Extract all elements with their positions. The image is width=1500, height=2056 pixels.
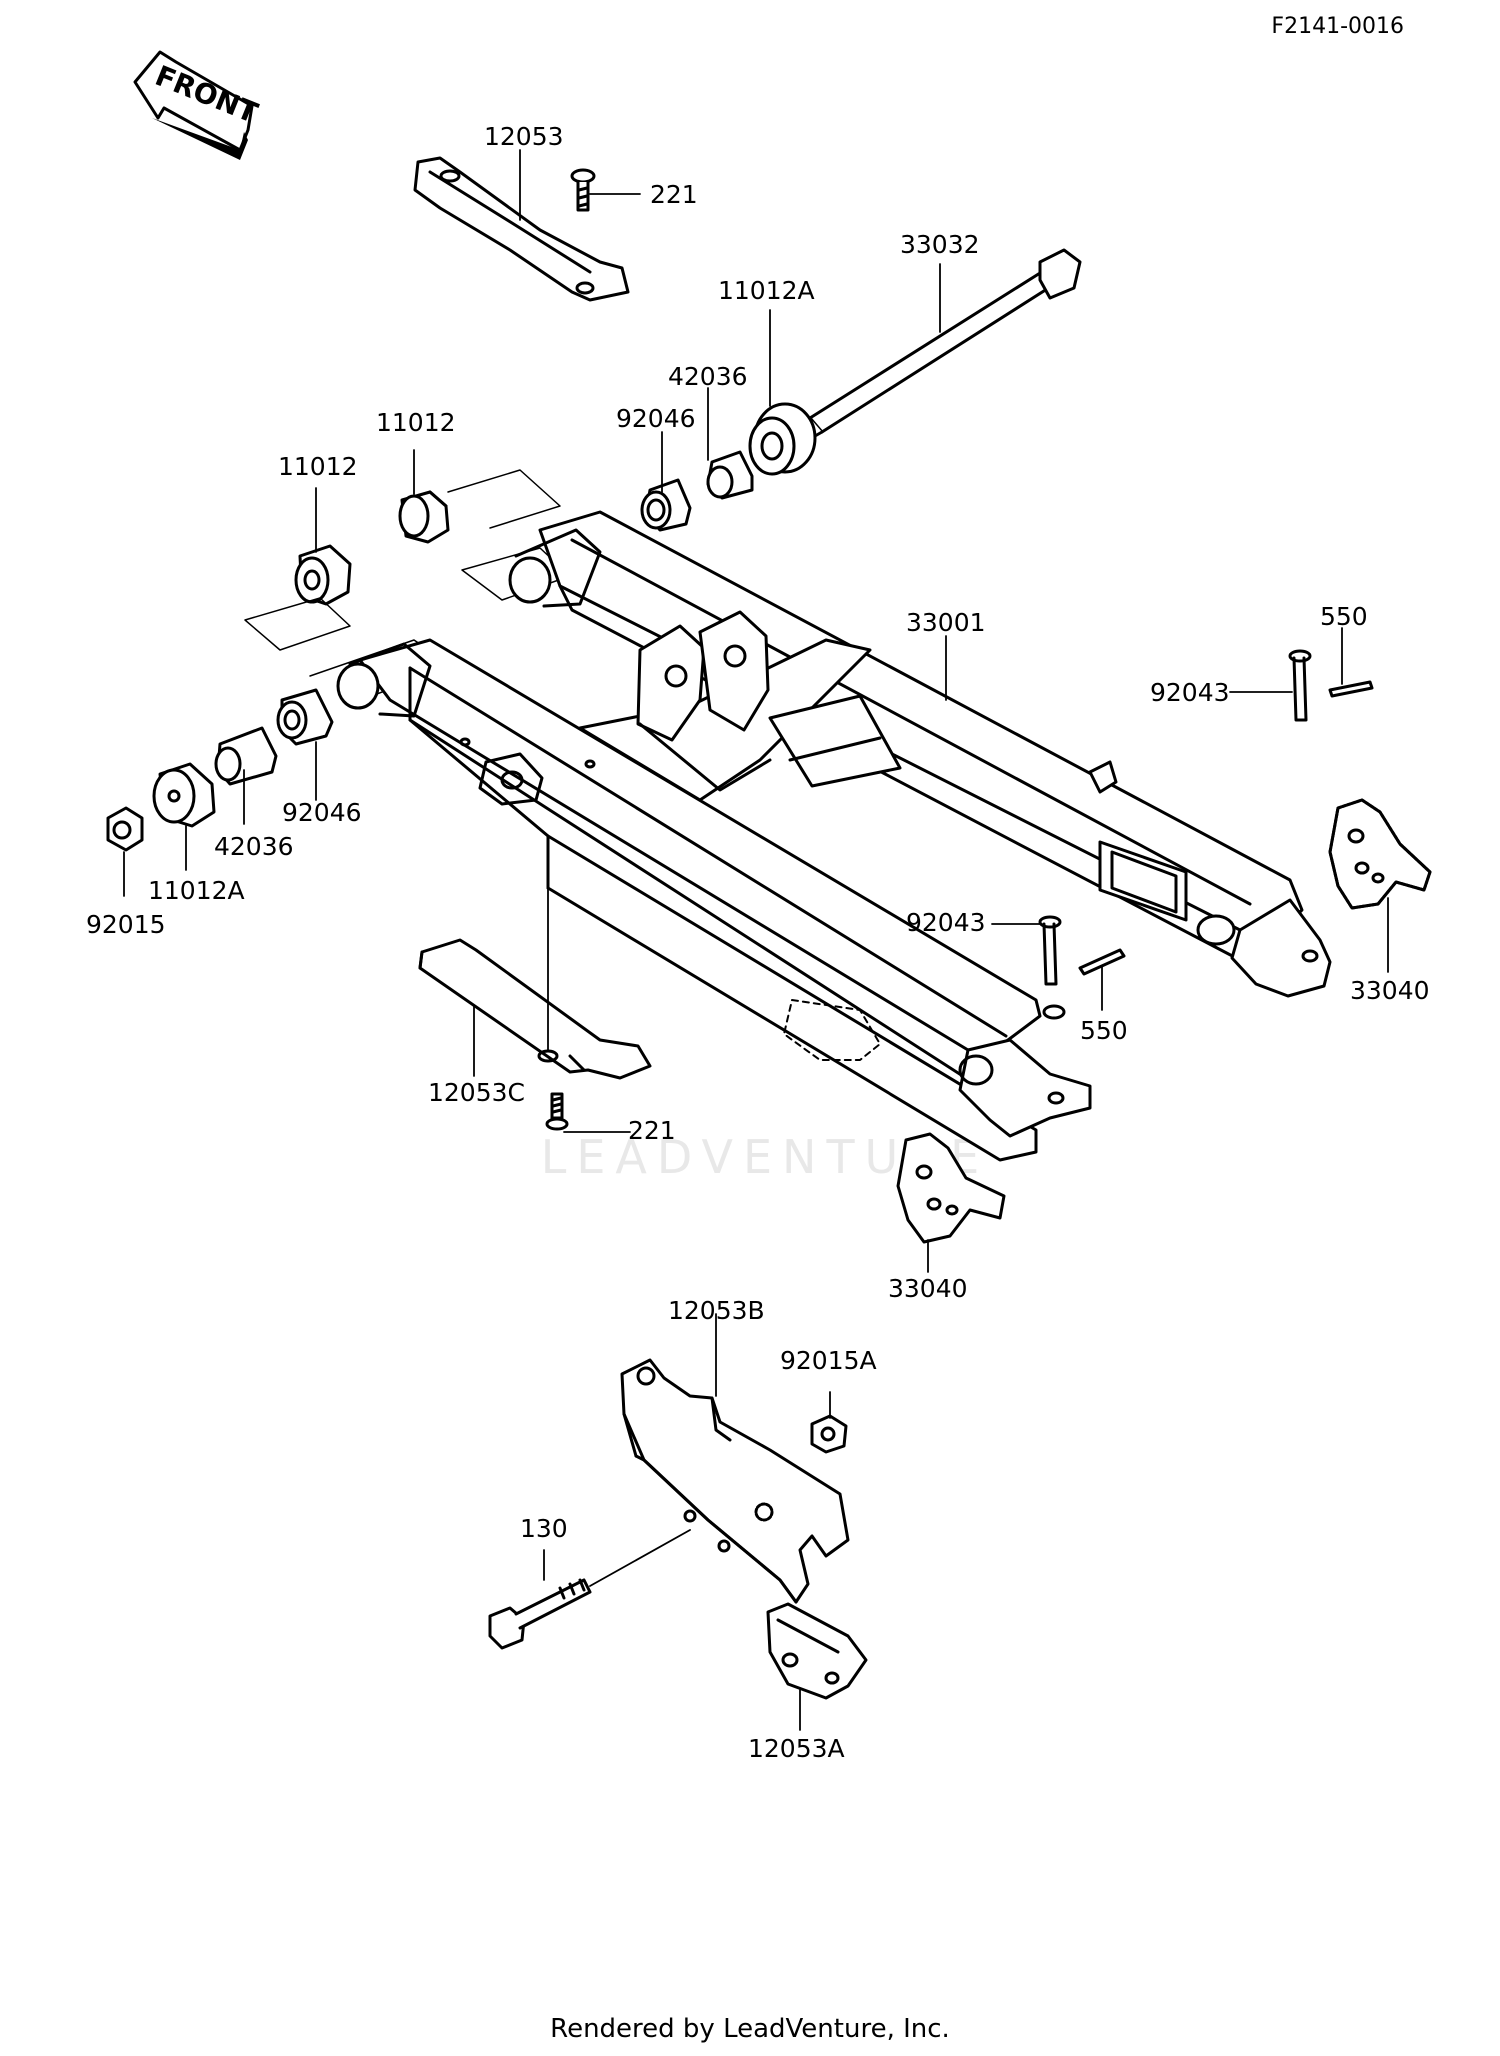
adjuster-pin-mid (1038, 915, 1066, 1020)
callout-11012-left: 11012 (278, 452, 358, 481)
callout-221-bottom: 221 (628, 1116, 676, 1145)
callout-42036-top: 42036 (668, 362, 748, 391)
callout-12053: 12053 (484, 122, 564, 151)
callout-92046-top: 92046 (616, 404, 696, 433)
swingarm (336, 510, 1332, 1162)
bearing-bottom (152, 762, 216, 828)
callout-33040-bottom: 33040 (888, 1274, 968, 1303)
bolt-icon (488, 1578, 592, 1650)
callout-550-top: 550 (1320, 602, 1368, 631)
callout-92046-bottom: 92046 (282, 798, 362, 827)
nut-icon (106, 806, 144, 852)
guide-block (766, 1602, 868, 1700)
callout-12053b: 12053B (668, 1296, 765, 1325)
collar-bottom (214, 726, 278, 786)
screw-icon (570, 168, 596, 212)
collar-top (706, 450, 754, 500)
leader-lines (123, 149, 1389, 1731)
callout-92043-top: 92043 (1150, 678, 1230, 707)
callout-11012-mid: 11012 (376, 408, 456, 437)
callout-33032: 33032 (900, 230, 980, 259)
callout-33040-right: 33040 (1350, 976, 1430, 1005)
callout-12053c: 12053C (428, 1078, 525, 1107)
pivot-shaft (796, 248, 1082, 442)
callout-92015: 92015 (86, 910, 166, 939)
callout-11012a-bottom: 11012A (148, 876, 245, 905)
callout-11012a-top: 11012A (718, 276, 815, 305)
bearing-top (748, 402, 817, 476)
chain-guide (620, 1358, 850, 1604)
callout-130: 130 (520, 1514, 568, 1543)
callout-550-mid: 550 (1080, 1016, 1128, 1045)
callout-92015a: 92015A (780, 1346, 877, 1375)
callout-42036-bottom: 42036 (214, 832, 294, 861)
screw-icon-lower (545, 1092, 569, 1131)
callout-92043-mid: 92043 (906, 908, 986, 937)
cotter-pin-right (1328, 680, 1374, 698)
chain-adjuster-right (1328, 798, 1432, 910)
footer-credit: Rendered by LeadVenture, Inc. (550, 2014, 950, 2044)
seal-left (294, 544, 352, 606)
callout-12053a: 12053A (748, 1734, 845, 1763)
callout-221-top: 221 (650, 180, 698, 209)
adjuster-pin-right (1288, 649, 1312, 722)
needle-bearing-top (640, 478, 692, 532)
seal-mid (398, 490, 450, 544)
chain-adjuster-lower (896, 1132, 1006, 1244)
chain-slider-top (413, 156, 630, 302)
needle-bearing-bottom (276, 688, 334, 746)
nut-icon-guide (810, 1414, 848, 1454)
chain-slider-lower (418, 938, 652, 1080)
cotter-pin-mid (1078, 948, 1126, 976)
front-arrow-icon: FRONT (133, 50, 262, 160)
callout-33001: 33001 (906, 608, 986, 637)
figure-id: F2141-0016 (1271, 14, 1404, 39)
